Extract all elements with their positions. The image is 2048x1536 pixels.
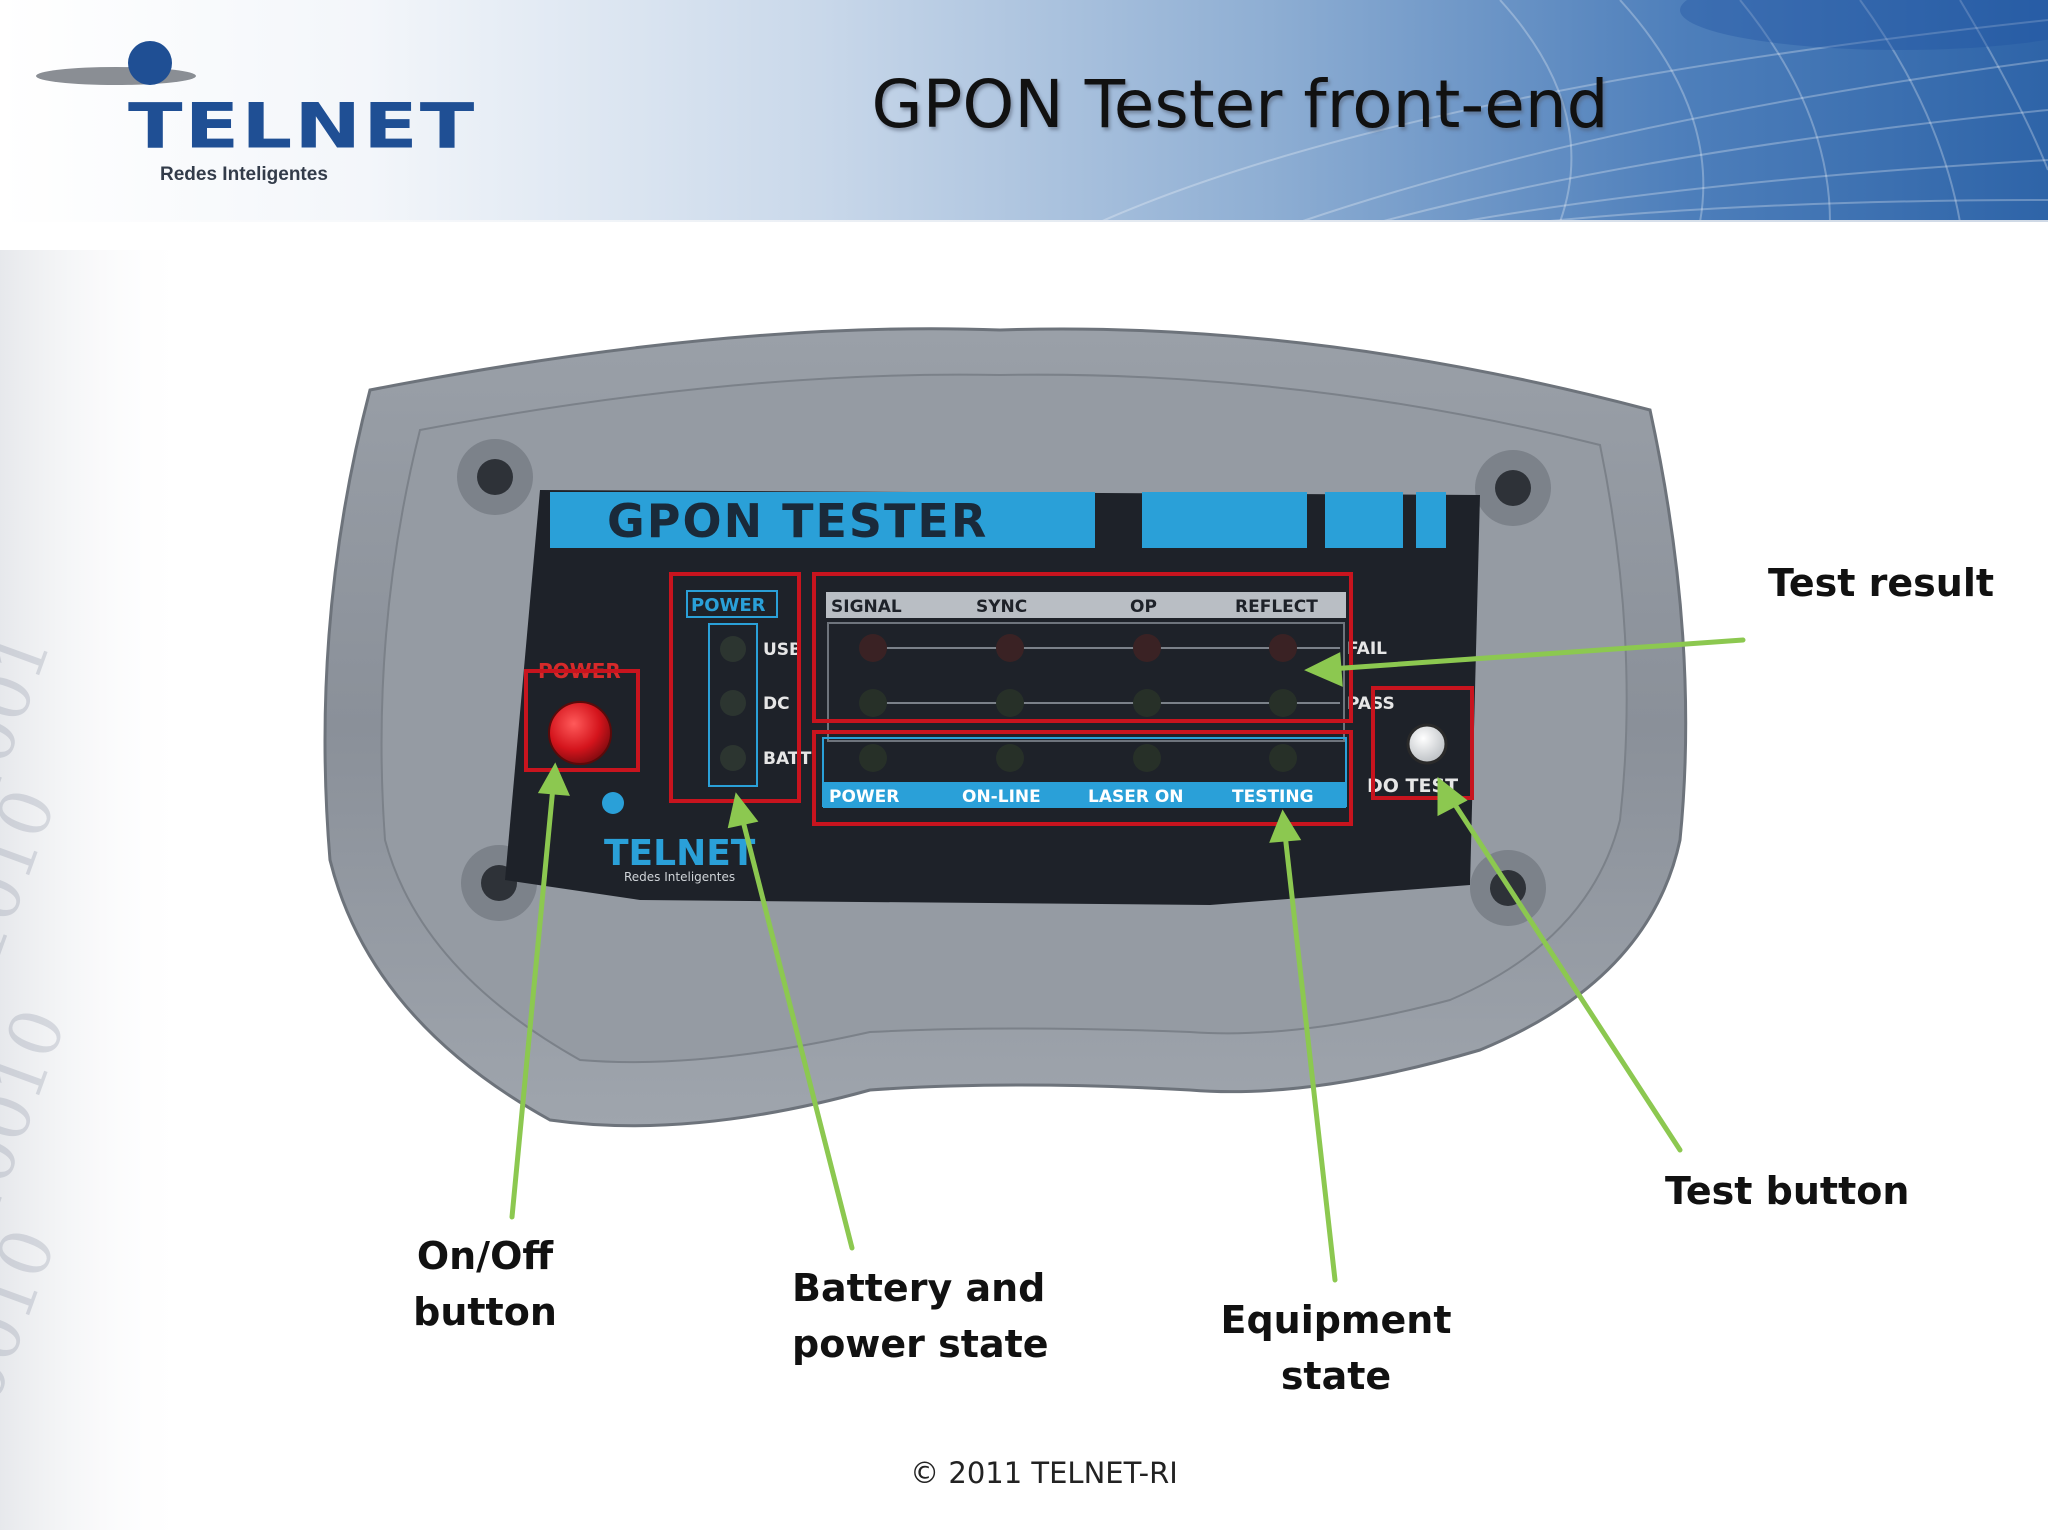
- power-group-title: POWER: [691, 595, 766, 616]
- device-logo-subtitle: Redes Inteligentes: [624, 870, 735, 884]
- led-fail-op: [1133, 634, 1161, 662]
- test-col-sync: SYNC: [976, 597, 1027, 617]
- binary-watermark: 1001 01010 10010 00010: [0, 250, 190, 1530]
- arrow-test-button: [1437, 776, 1683, 1153]
- screw-top-right: [1475, 450, 1551, 526]
- led-state-online: [996, 744, 1024, 772]
- power-button[interactable]: [548, 701, 612, 765]
- device-logo-dot: [602, 792, 624, 814]
- test-result-header-bar: [826, 592, 1346, 618]
- logo-wordmark: TELNET: [128, 90, 477, 163]
- header-grid-decoration: [1099, 0, 2048, 222]
- copyright-footer: © 2011 TELNET-RI: [910, 1456, 1178, 1490]
- name-plate-text: GPON TESTER: [607, 494, 988, 548]
- label-battery-line2: power state: [792, 1322, 1049, 1366]
- state-label-laser: LASER ON: [1088, 787, 1184, 807]
- led-dc: [720, 690, 746, 716]
- gpon-tester-device: GPON TESTER POWER POWER USB DC BATT SIGN…: [323, 327, 1688, 1128]
- led-pass-signal: [859, 689, 887, 717]
- led-usb: [720, 636, 746, 662]
- arrow-equipment-state: [1269, 809, 1338, 1283]
- do-test-label: DO TEST: [1367, 775, 1458, 797]
- state-label-testing: TESTING: [1232, 787, 1314, 807]
- name-plate-block-3: [1416, 492, 1446, 548]
- led-state-testing: [1269, 744, 1297, 772]
- label-equipment-line1: Equipment: [1220, 1298, 1452, 1342]
- header-divider: [0, 220, 2048, 222]
- label-equipment-state: Equipment state: [1216, 1292, 1456, 1404]
- test-result-grid: [827, 622, 1345, 742]
- label-battery-power: Battery and power state: [792, 1260, 1049, 1372]
- state-label-power: POWER: [829, 787, 899, 807]
- do-test-button[interactable]: [1406, 723, 1448, 765]
- equipment-state-highlight: [812, 730, 1353, 826]
- label-on-off-line1: On/Off: [416, 1234, 554, 1278]
- led-pass-reflect: [1269, 689, 1297, 717]
- label-equipment-line2: state: [1280, 1354, 1392, 1398]
- test-col-op: OP: [1130, 597, 1157, 617]
- led-batt: [720, 745, 746, 771]
- led-fail-sync: [996, 634, 1024, 662]
- label-on-off: On/Off button: [405, 1228, 565, 1340]
- power-button-highlight: [524, 669, 640, 772]
- screw-top-left: [457, 439, 533, 515]
- logo-subtitle: Redes Inteligentes: [160, 164, 328, 185]
- led-fail-reflect: [1269, 634, 1297, 662]
- label-battery-line1: Battery and: [792, 1266, 1046, 1310]
- test-button-highlight: [1371, 686, 1474, 800]
- page-title: GPON Tester front-end: [871, 66, 1609, 143]
- name-plate-block-2: [1325, 492, 1403, 548]
- name-plate-block-1: [1142, 492, 1307, 548]
- power-led-column: [708, 623, 758, 787]
- led-label-dc: DC: [763, 694, 790, 714]
- arrow-test-result: [1304, 637, 1746, 687]
- test-row-fail: FAIL: [1347, 639, 1387, 659]
- led-state-power: [859, 744, 887, 772]
- led-pass-op: [1133, 689, 1161, 717]
- arrow-battery-power: [727, 792, 855, 1251]
- device-logo-word: TELNET: [604, 833, 756, 874]
- led-state-laser: [1133, 744, 1161, 772]
- header-banner: [0, 0, 2048, 222]
- name-plate-bar: [550, 492, 1095, 548]
- power-group-title-box: [686, 590, 778, 618]
- label-test-result: Test result: [1768, 561, 1995, 605]
- watermark-shading: 1001 01010 10010 00010: [0, 250, 190, 1530]
- test-col-reflect: REFLECT: [1235, 597, 1318, 617]
- telnet-logo: TELNET Redes Inteligentes: [36, 38, 474, 198]
- logo-mark: [36, 41, 196, 85]
- test-result-highlight: [812, 572, 1353, 723]
- label-on-off-line2: button: [413, 1290, 557, 1334]
- led-label-usb: USB: [763, 640, 802, 660]
- test-row-pass: PASS: [1347, 694, 1395, 714]
- label-test-button: Test button: [1665, 1169, 1910, 1213]
- led-fail-signal: [859, 634, 887, 662]
- state-label-online: ON-LINE: [962, 787, 1041, 807]
- test-col-signal: SIGNAL: [831, 597, 902, 617]
- equipment-label-bar: [823, 782, 1346, 808]
- arrow-on-off: [509, 762, 570, 1220]
- led-pass-sync: [996, 689, 1024, 717]
